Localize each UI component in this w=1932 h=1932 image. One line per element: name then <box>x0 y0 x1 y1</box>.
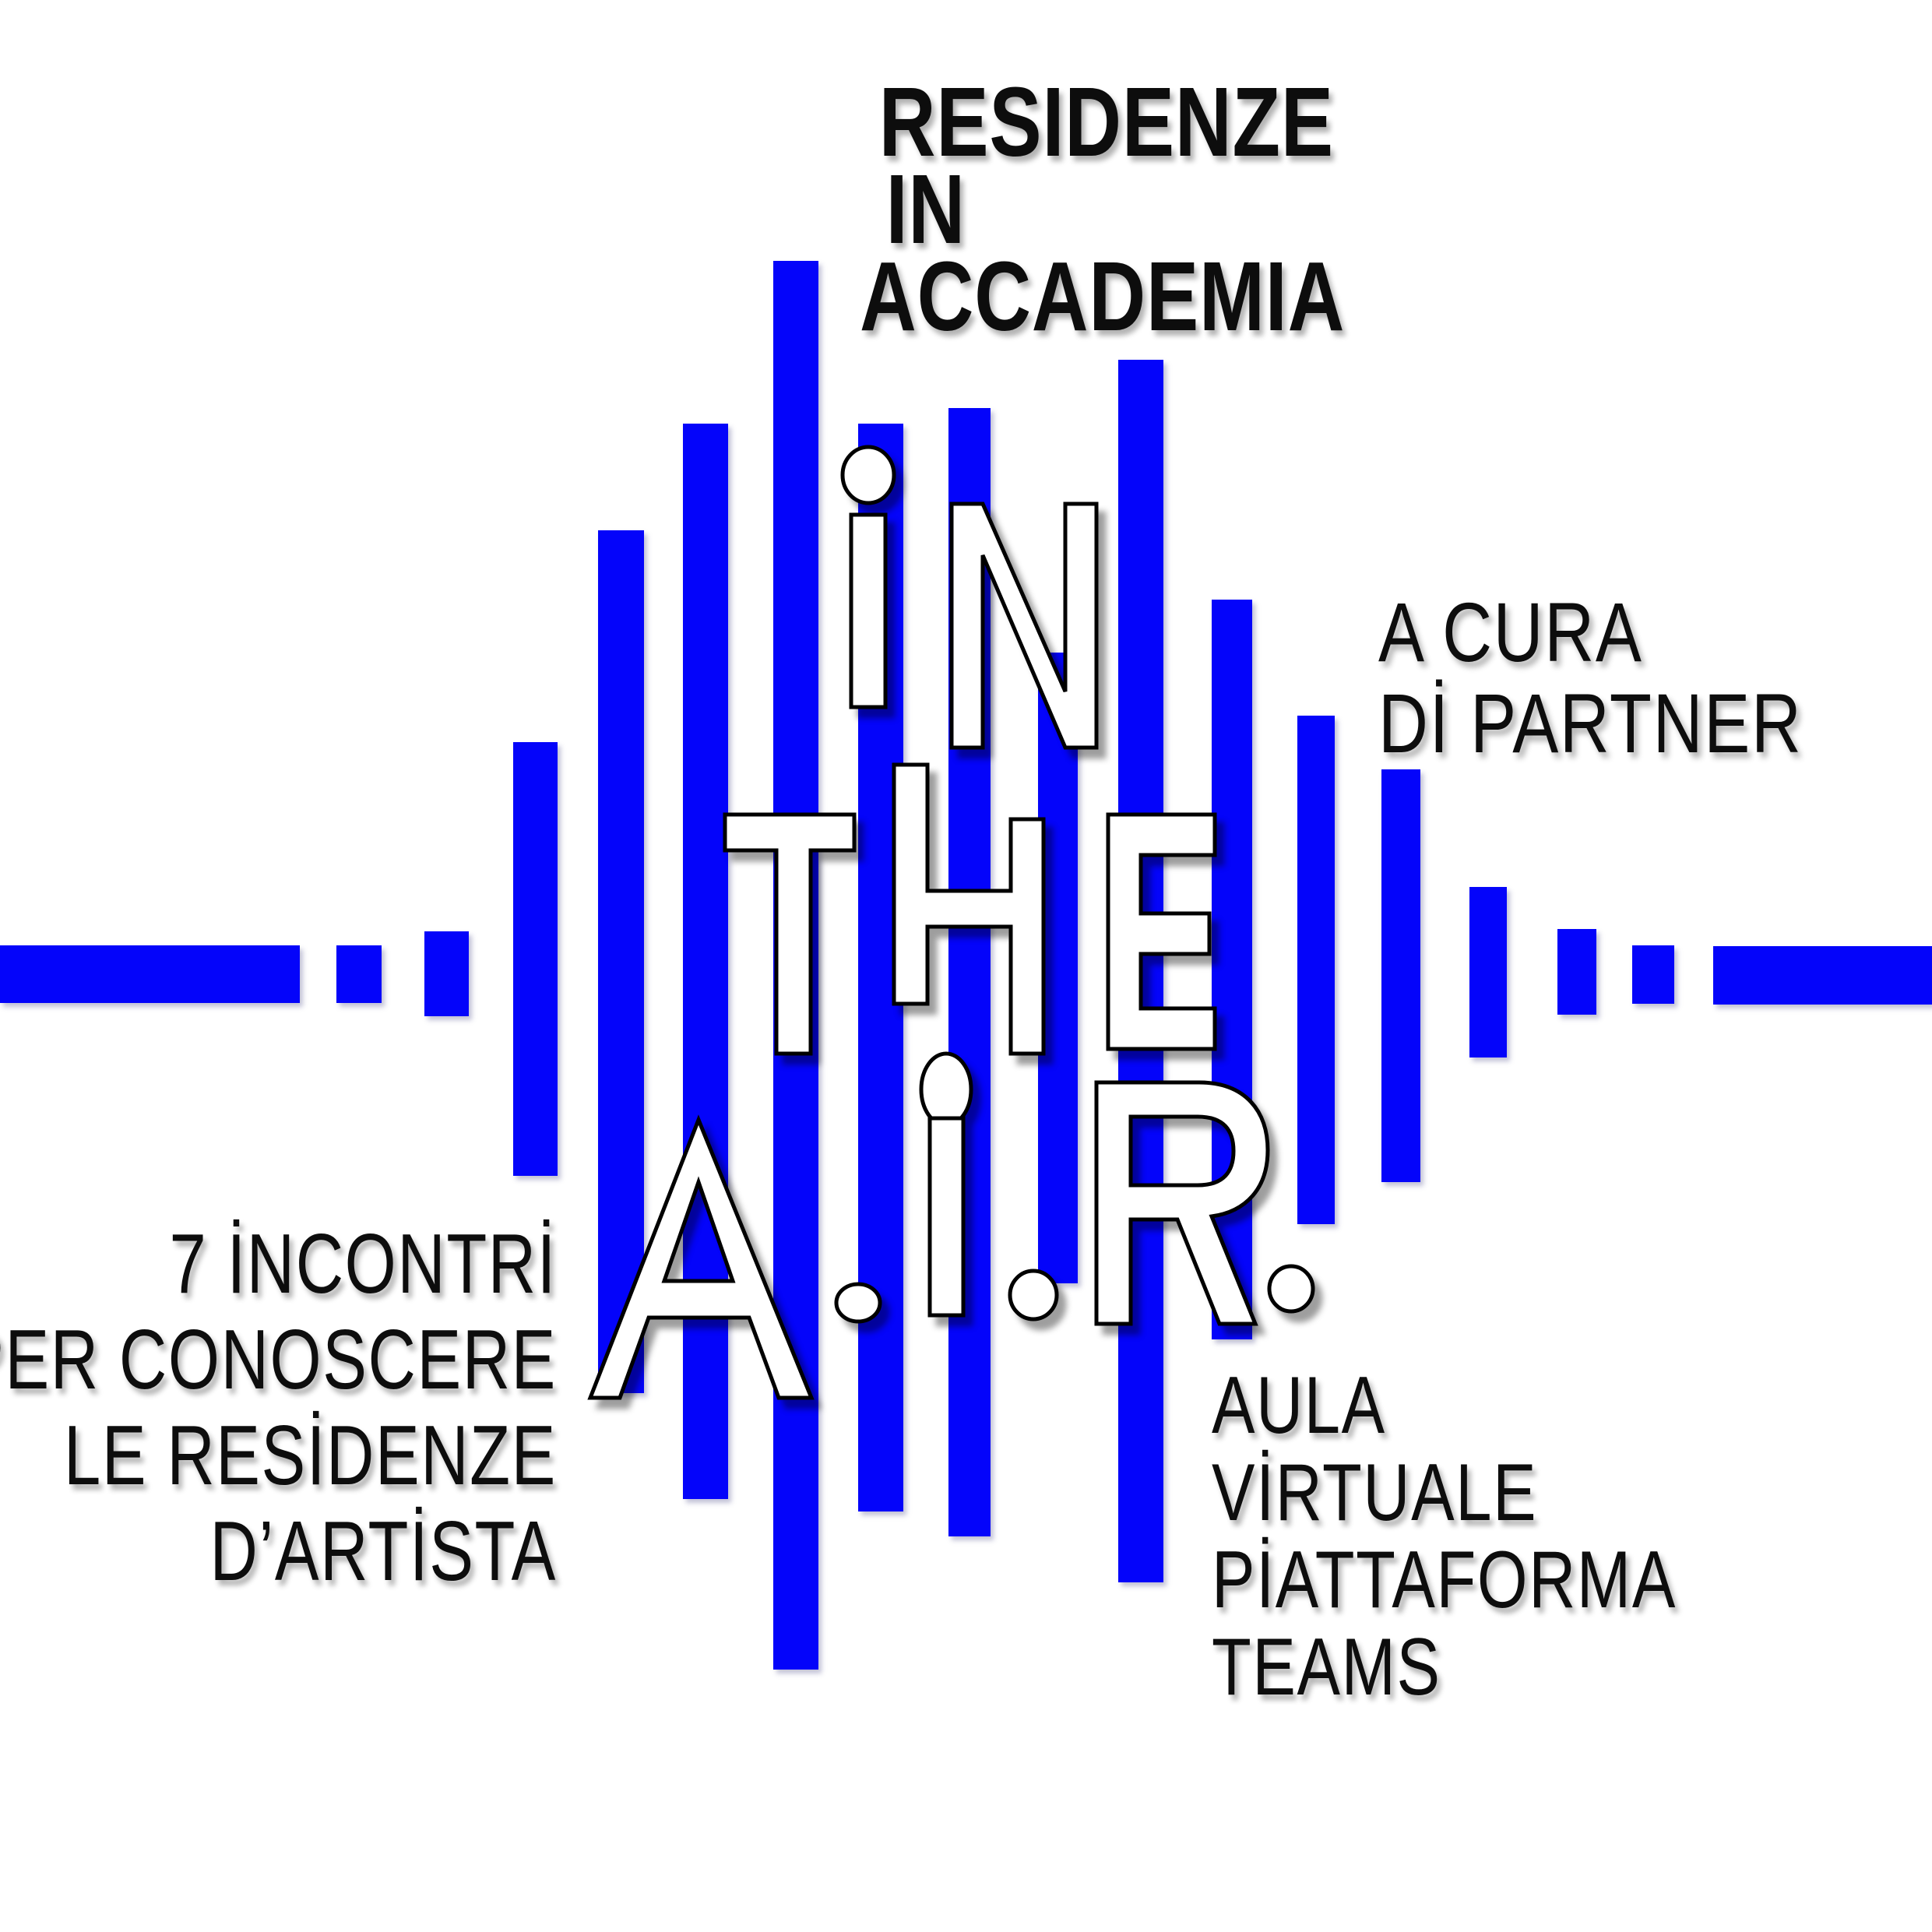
letter-i2-stem <box>927 1116 966 1318</box>
meetings-line-2: PER CONOSCERE <box>0 1312 557 1407</box>
soundwave-bar-14 <box>1381 769 1420 1182</box>
title-line-1: RESIDENZE <box>878 67 1334 177</box>
meetings-block: 7 İNCONTRİ PER CONOSCERE LE RESİDENZE D’… <box>0 1216 557 1599</box>
venue-line-2: VİRTUALE <box>1212 1448 1538 1538</box>
letter-i2-dot <box>919 1051 973 1128</box>
curator-block: A CURA Dİ PARTNER <box>1378 586 1803 769</box>
soundwave-bar-13 <box>1297 716 1335 1224</box>
soundwave-bar-1 <box>0 945 300 1003</box>
curator-line-1: A CURA <box>1378 585 1643 679</box>
venue-line-3: PİATTAFORMA <box>1212 1535 1677 1625</box>
letter-e <box>1106 812 1217 1051</box>
letter-i-stem <box>849 512 888 709</box>
soundwave-bar-5 <box>598 530 644 1393</box>
title-line-2: IN <box>885 154 966 264</box>
title-line-3: ACCADEMIA <box>860 241 1346 351</box>
period-after-a <box>834 1282 882 1324</box>
soundwave-bar-15 <box>1469 887 1507 1057</box>
soundwave-bar-17 <box>1632 945 1674 1004</box>
soundwave-bar-2 <box>336 945 382 1003</box>
curator-line-2: Dİ PARTNER <box>1378 676 1803 770</box>
soundwave-bar-6 <box>683 424 728 1499</box>
letter-n <box>949 501 1099 750</box>
soundwave-bar-3 <box>424 931 469 1016</box>
meetings-line-1: 7 İNCONTRİ <box>169 1216 557 1311</box>
venue-block: AULA VİRTUALE PİATTAFORMA TEAMS <box>1212 1362 1677 1711</box>
overlay-word-in <box>840 445 1099 750</box>
meetings-line-4: D’ARTİSTA <box>209 1504 557 1599</box>
soundwave-bar-18 <box>1713 946 1932 1005</box>
meetings-line-3: LE RESİDENZE <box>64 1408 558 1503</box>
venue-line-4: TEAMS <box>1212 1622 1441 1712</box>
overlay-word-the <box>723 762 1217 1056</box>
soundwave-bar-4 <box>513 742 558 1176</box>
period-after-i <box>1008 1269 1059 1321</box>
poster-title: RESIDENZE IN ACCADEMIA <box>860 67 1346 351</box>
letter-t <box>723 812 857 1056</box>
venue-line-1: AULA <box>1212 1360 1386 1451</box>
letter-h <box>892 762 1046 1056</box>
letter-i-dot <box>840 445 896 505</box>
overlay-word-air <box>587 1051 1315 1400</box>
letter-a <box>587 1114 815 1400</box>
soundwave-bar-16 <box>1557 929 1596 1015</box>
period-after-r <box>1267 1264 1315 1314</box>
letter-r <box>1094 1080 1270 1326</box>
